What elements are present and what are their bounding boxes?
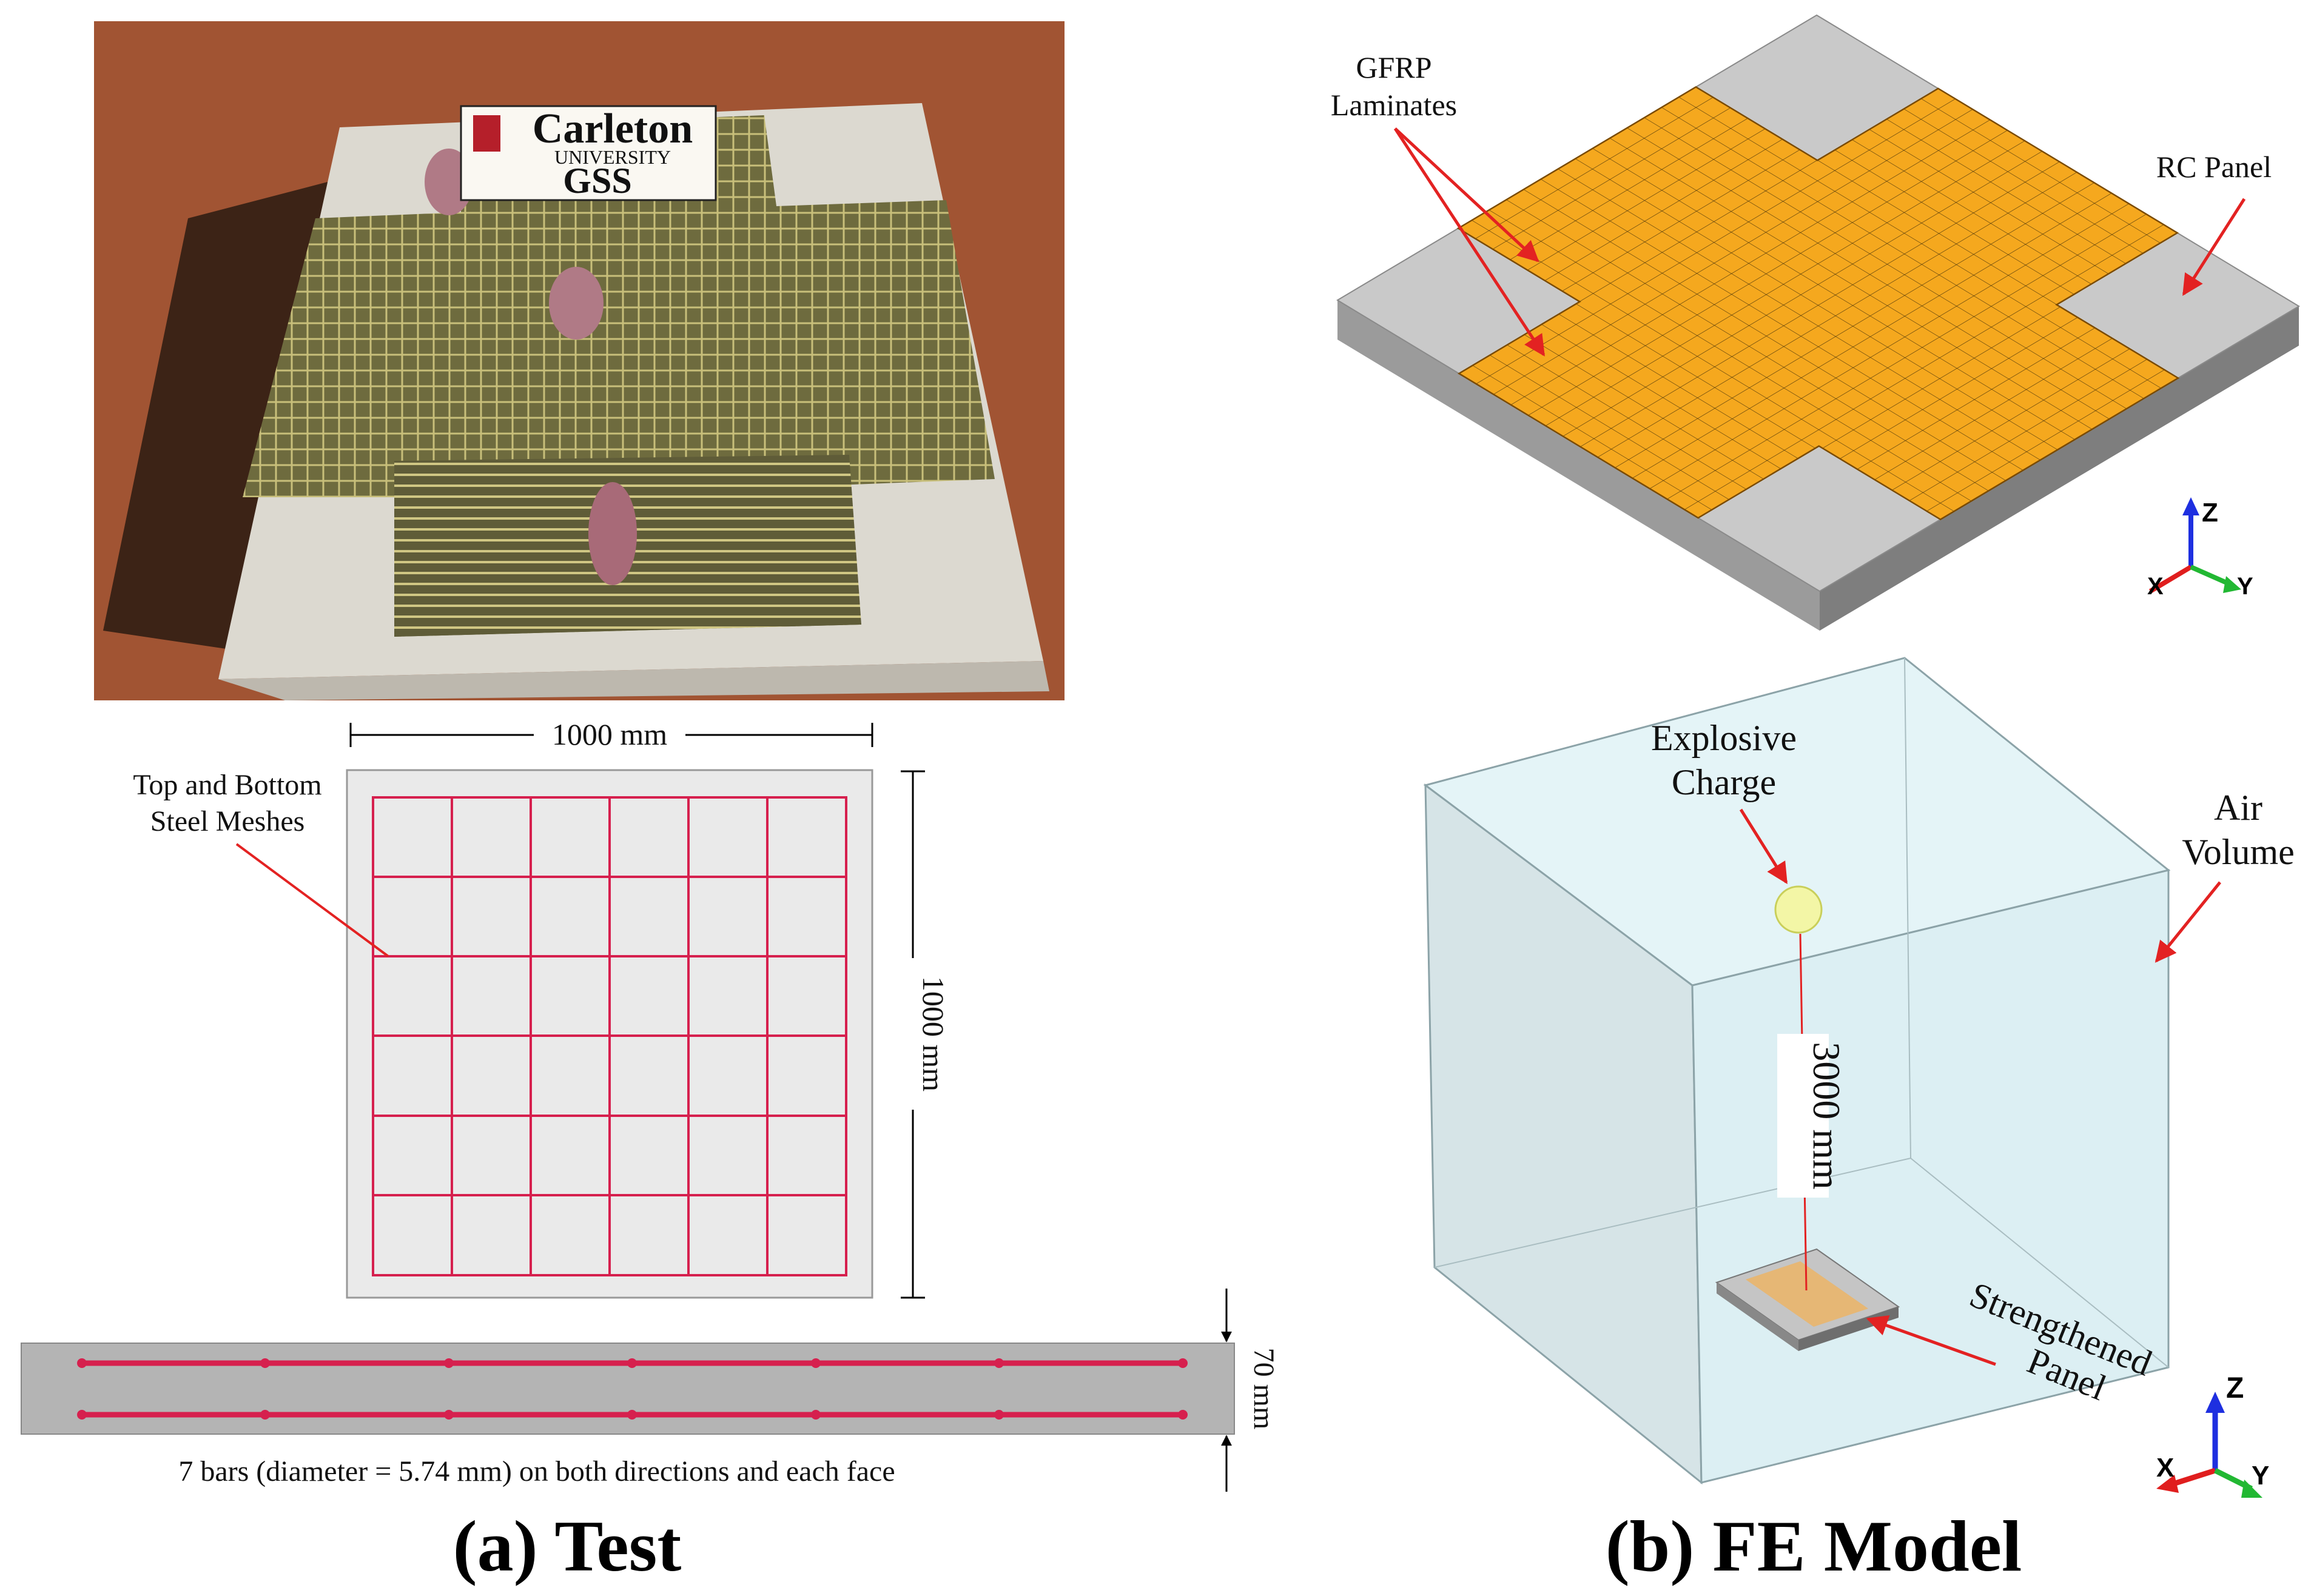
sign-line3: GSS xyxy=(563,161,631,201)
axis-y-bottom: Y xyxy=(2252,1461,2269,1490)
sign-line1: Carleton xyxy=(533,106,693,152)
bar-dots xyxy=(77,1358,1188,1420)
explosive-label-line2: Charge xyxy=(1672,762,1776,802)
axis-triad-bottom: Z X Y xyxy=(2156,1372,2269,1498)
gfrp-label-line1: GFRP xyxy=(1356,50,1431,84)
panel-side-left xyxy=(1337,300,1820,631)
air-arrow xyxy=(2155,881,2221,963)
steel-mesh xyxy=(372,796,847,1276)
explosive-arrow xyxy=(1739,808,1788,884)
gfrp-arrow-1 xyxy=(1394,127,1539,263)
gfrp-arrow-2 xyxy=(1393,127,1546,357)
test-photo: Carleton UNIVERSITY GSS xyxy=(94,21,1065,700)
explosive-label-line1: Explosive xyxy=(1651,718,1797,758)
axis-x-bottom: X xyxy=(2156,1453,2174,1483)
carleton-sign xyxy=(460,105,717,201)
plan-drawing: 1000 mm Top and Bottom Steel Meshes 1000… xyxy=(133,716,950,1299)
gfrp-laminates-fe xyxy=(1456,86,2180,520)
section-drawing: 70 mm 7 bars (diameter = 5.74 mm) on bot… xyxy=(21,1289,1280,1492)
mesh-pointer xyxy=(235,843,389,957)
width-dim-label: 1000 mm xyxy=(552,717,667,751)
axis-z-top: Z xyxy=(2202,498,2218,528)
section-slab xyxy=(21,1343,1235,1435)
axis-x-top: X xyxy=(2147,573,2164,600)
air-label-line1: Air xyxy=(2214,788,2262,828)
fe-air-volume: 3000 mm Explosive Charge Air Volume Stre… xyxy=(1423,657,2295,1498)
explosive-charge xyxy=(1774,885,1823,934)
axis-triad-top: Z X Y xyxy=(2147,497,2253,600)
thickness-label: 70 mm xyxy=(1248,1348,1280,1430)
mesh-label-line1: Top and Bottom xyxy=(133,769,321,801)
fe-panel-iso: GFRP Laminates RC Panel Z X Y xyxy=(1331,14,2300,631)
rc-panel-arrow xyxy=(2182,198,2246,296)
air-label-line2: Volume xyxy=(2182,832,2295,872)
mesh-label-line2: Steel Meshes xyxy=(150,805,305,837)
axis-z-bottom: Z xyxy=(2226,1372,2244,1404)
gfrp-label-line2: Laminates xyxy=(1331,88,1457,122)
panel-side-right xyxy=(1820,306,2299,631)
caption-a: (a) Test xyxy=(453,1506,682,1586)
caption-b: (b) FE Model xyxy=(1606,1506,2022,1586)
rc-panel-label: RC Panel xyxy=(2156,150,2272,184)
bars-note: 7 bars (diameter = 5.74 mm) on both dire… xyxy=(178,1455,895,1487)
sign-line2: UNIVERSITY xyxy=(554,146,671,168)
axis-y-top: Y xyxy=(2237,573,2253,600)
height-dim-label: 1000 mm xyxy=(917,976,950,1091)
distance-label: 3000 mm xyxy=(1805,1042,1848,1190)
strengthened-arrow xyxy=(1866,1315,1996,1366)
